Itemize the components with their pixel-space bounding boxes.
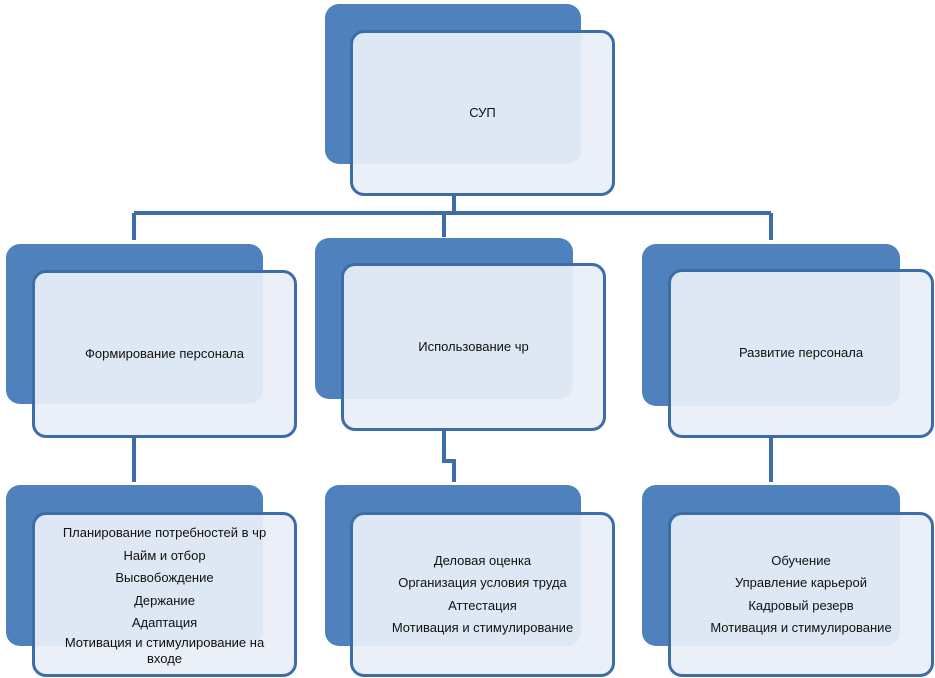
list-item: Планирование потребностей в чр [62, 525, 267, 541]
root-node: СУП [325, 4, 615, 196]
list-node-2-card: Деловая оценка Организация условия труда… [350, 512, 615, 677]
list-item: Мотивация и стимулирование [710, 620, 892, 635]
list-item: Мотивация и стимулирование [391, 620, 574, 635]
list-node-3: Обучение Управление карьерой Кадровый ре… [642, 485, 934, 678]
branch-node-2: Использование чр [315, 238, 606, 431]
list-node-1: Планирование потребностей в чр Найм и от… [6, 485, 297, 678]
list-item: Деловая оценка [433, 552, 532, 568]
connector-branch-2-to-list [442, 430, 456, 482]
branch-node-1-card: Формирование персонала [32, 270, 297, 438]
list-item: Держание [134, 592, 195, 608]
root-label: СУП [469, 104, 496, 120]
list-item: Организация условия труда [398, 575, 567, 590]
list-node-3-card: Обучение Управление карьерой Кадровый ре… [668, 512, 934, 677]
branch-1-label: Формирование персонала [85, 345, 244, 361]
list-node-1-card: Планирование потребностей в чр Найм и от… [32, 512, 297, 677]
branch-node-3: Развитие персонала [642, 244, 934, 438]
list-item: Высвобождение [115, 570, 214, 586]
list-item: Кадровый резерв [748, 597, 854, 613]
branch-3-label: Развитие персонала [738, 345, 864, 361]
branch-node-3-card: Развитие персонала [668, 269, 934, 438]
list-item: Обучение [771, 552, 831, 568]
list-item: Мотивация и стимулирование на входе [64, 634, 265, 666]
list-item: Аттестация [448, 597, 517, 613]
list-node-2: Деловая оценка Организация условия труда… [325, 485, 615, 678]
list-item: Адаптация [131, 615, 198, 631]
branch-node-2-card: Использование чр [341, 263, 606, 431]
list-item: Найм и отбор [123, 547, 206, 563]
list-item: Управление карьерой [734, 575, 868, 590]
branch-node-1: Формирование персонала [6, 244, 297, 438]
branch-2-label: Использование чр [418, 338, 529, 354]
root-node-card: СУП [350, 30, 615, 196]
